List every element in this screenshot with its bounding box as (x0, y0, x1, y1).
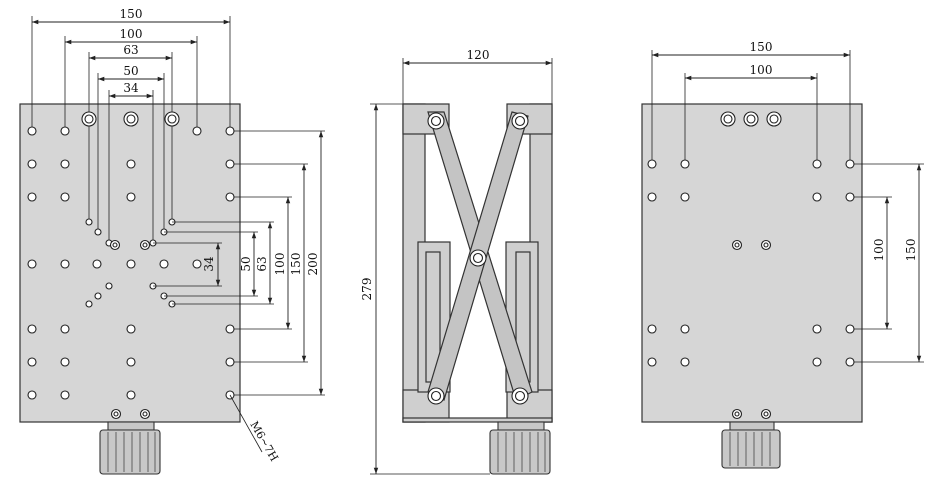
left-dim-34: 34 (123, 81, 139, 95)
left-dim-50: 50 (123, 64, 138, 78)
left-dim-63: 63 (123, 43, 138, 57)
right-dim-150: 150 (750, 40, 773, 54)
left-vdim-50: 50 (239, 256, 253, 271)
left-vdim-34: 34 (202, 256, 216, 272)
left-vdim-150: 150 (289, 253, 303, 276)
left-view: 150 100 63 50 34 (19, 7, 325, 475)
middle-dim-279: 279 (360, 278, 374, 301)
left-knob (99, 421, 161, 475)
right-vdim-100: 100 (872, 239, 886, 262)
right-plate (641, 103, 863, 423)
left-vdim-100: 100 (273, 253, 287, 276)
right-view: 150 100 100 15 (641, 40, 924, 469)
thread-callout: M6~7H (247, 419, 280, 464)
right-vdim-150: 150 (904, 239, 918, 262)
right-hole-pattern (647, 111, 855, 420)
middle-knob (489, 421, 551, 475)
left-vertical-dimensions: 34 50 63 100 150 200 (153, 130, 325, 396)
left-vdim-200: 200 (306, 253, 320, 276)
right-dim-100: 100 (750, 63, 773, 77)
middle-view: 120 279 (360, 48, 553, 475)
right-knob (721, 421, 781, 469)
left-hole-pattern (27, 111, 235, 420)
left-vdim-63: 63 (255, 256, 269, 271)
left-horizontal-dimensions: 150 100 63 50 34 (31, 7, 231, 241)
left-dim-100: 100 (120, 27, 143, 41)
left-dim-150: 150 (120, 7, 143, 21)
middle-dim-120: 120 (467, 48, 490, 62)
